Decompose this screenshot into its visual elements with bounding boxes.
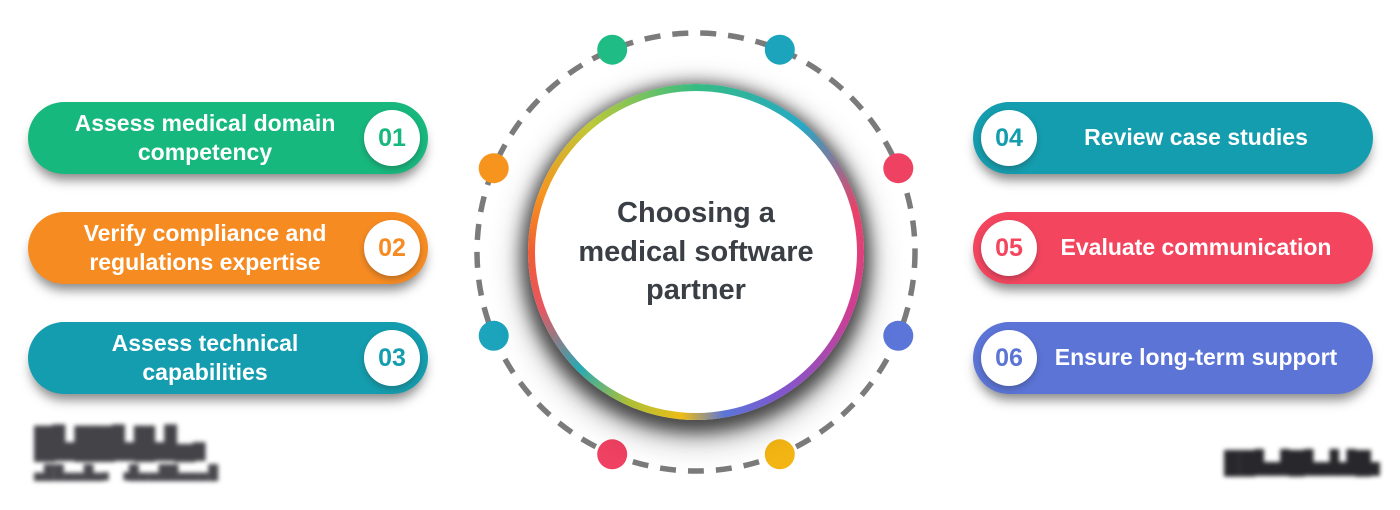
brand-logo-subtitle: ▄██▄▄█▄▖ ▗█▄▄██▄▄▄█ bbox=[34, 464, 219, 480]
step-number-01: 01 bbox=[378, 124, 406, 152]
center-title-line-3: partner bbox=[646, 274, 746, 307]
step-number-badge-06: 06 bbox=[981, 330, 1037, 386]
step-number-badge-02: 02 bbox=[364, 220, 420, 276]
brand-logo-wordmark: █▙██▙█▟▄▖ bbox=[34, 427, 217, 460]
orbit-dot-bottom-right-icon bbox=[764, 439, 795, 470]
brand-logo-blurred: █▙██▙█▟▄▖ ▄██▄▄█▄▖ ▗█▄▄██▄▄▄█ bbox=[34, 426, 218, 481]
step-number-04: 04 bbox=[995, 124, 1023, 152]
orbit-dot-top-right-icon bbox=[764, 34, 795, 65]
step-pill-02: Verify compliance and regulations expert… bbox=[28, 212, 428, 284]
orbit-dot-right-lower-icon bbox=[883, 320, 914, 351]
center-title-line-2: medical software bbox=[578, 235, 814, 268]
step-label-04: Review case studies bbox=[1084, 124, 1308, 151]
step-label-02: Verify compliance and regulations expert… bbox=[83, 219, 327, 275]
step-number-badge-01: 01 bbox=[364, 110, 420, 166]
step-pill-04: Review case studies 04 bbox=[973, 102, 1373, 174]
center-title-line-1: Choosing a bbox=[617, 197, 775, 230]
center-circle: Choosing a medical software partner bbox=[528, 84, 864, 420]
orbit-ring-graphic bbox=[474, 30, 918, 474]
step-number-badge-05: 05 bbox=[981, 220, 1037, 276]
orbit-dot-left-lower-icon bbox=[478, 320, 509, 351]
orbit-dot-bottom-left-icon bbox=[597, 439, 628, 470]
footer-right-mark-blurred: ██▙▟█▙▟▟█▖ bbox=[1224, 450, 1388, 475]
orbit-dot-right-upper-icon bbox=[883, 153, 914, 184]
step-pill-03: Assess technical capabilities 03 bbox=[28, 322, 428, 394]
center-title: Choosing a medical software partner bbox=[535, 91, 857, 413]
step-label-05: Evaluate communication bbox=[1060, 234, 1332, 261]
step-number-02: 02 bbox=[378, 234, 406, 262]
step-number-06: 06 bbox=[995, 344, 1023, 372]
step-number-badge-04: 04 bbox=[981, 110, 1037, 166]
step-number-03: 03 bbox=[378, 344, 406, 372]
step-number-badge-03: 03 bbox=[364, 330, 420, 386]
step-label-06: Ensure long-term support bbox=[1054, 344, 1338, 371]
step-pill-05: Evaluate communication 05 bbox=[973, 212, 1373, 284]
step-pill-01: Assess medical domain competency 01 bbox=[28, 102, 428, 174]
step-number-05: 05 bbox=[995, 234, 1023, 262]
step-label-03: Assess technical capabilities bbox=[111, 329, 299, 385]
step-label-01: Assess medical domain competency bbox=[74, 109, 336, 165]
orbit-dot-top-left-icon bbox=[597, 34, 628, 65]
step-pill-06: Ensure long-term support 06 bbox=[973, 322, 1373, 394]
orbit-dot-left-upper-icon bbox=[478, 153, 509, 184]
dashed-circle bbox=[474, 30, 918, 474]
